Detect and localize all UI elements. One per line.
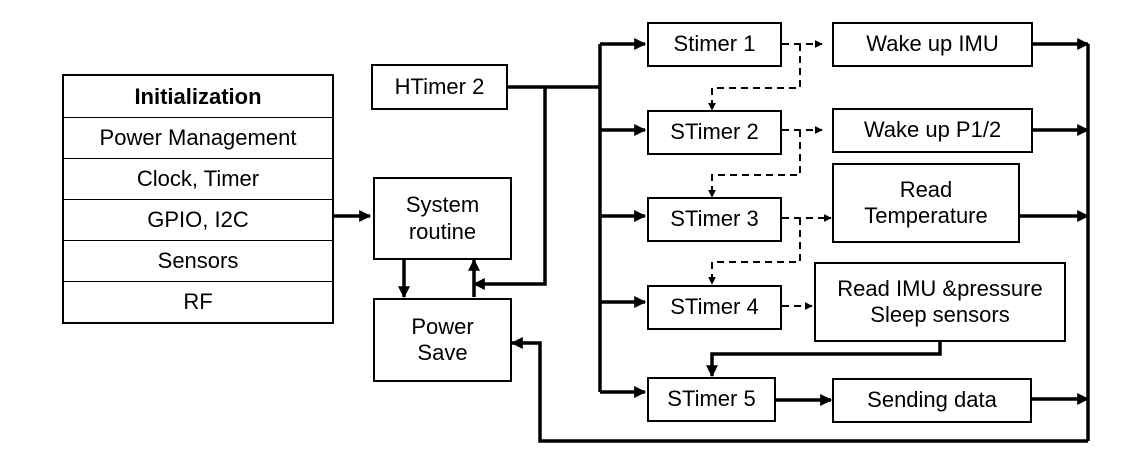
read-imu-pressure-box: Read IMU &pressure Sleep sensors xyxy=(814,262,1066,342)
init-item-clock-timer: Clock, Timer xyxy=(64,158,332,199)
return-to-power-save xyxy=(510,337,1088,443)
stimer5-box: STimer 5 xyxy=(647,377,776,422)
sending-data-label: Sending data xyxy=(867,387,997,413)
system-routine-line2: routine xyxy=(408,218,477,244)
htimer-to-system xyxy=(472,87,547,290)
dash-stimer2-down xyxy=(708,130,801,198)
init-item-power-management: Power Management xyxy=(64,117,332,158)
wake-up-p12-box: Wake up P1/2 xyxy=(832,108,1033,153)
stimer1-box: Stimer 1 xyxy=(647,22,782,67)
stimer1-label: Stimer 1 xyxy=(673,31,756,57)
stimer4-label: STimer 4 xyxy=(670,294,759,320)
stimer5-label: STimer 5 xyxy=(667,386,756,412)
initialization-table: Initialization Power Management Clock, T… xyxy=(62,74,334,324)
system-routine-box: System routine xyxy=(373,177,512,260)
power-save-line2: Save xyxy=(417,340,468,365)
stimer3-label: STimer 3 xyxy=(670,206,759,232)
read-temperature-line2: Temperature xyxy=(864,203,988,228)
stimer2-box: STimer 2 xyxy=(647,110,782,155)
read-temperature-box: Read Temperature xyxy=(832,163,1020,243)
stimer4-box: STimer 4 xyxy=(647,285,782,330)
sending-data-box: Sending data xyxy=(832,378,1032,423)
dash-stimer3-down xyxy=(708,218,801,285)
initialization-title: Initialization xyxy=(134,83,262,109)
system-routine-line1: System xyxy=(405,192,480,218)
init-item-sensors: Sensors xyxy=(64,240,332,281)
power-save-box: Power Save xyxy=(373,298,512,382)
stimer3-box: STimer 3 xyxy=(647,197,782,242)
read-temperature-line1: Read xyxy=(899,176,953,202)
wake-up-imu-label: Wake up IMU xyxy=(866,31,999,57)
wake-up-imu-box: Wake up IMU xyxy=(832,22,1033,67)
wake-up-p12-label: Wake up P1/2 xyxy=(863,117,1002,143)
init-item-rf: RF xyxy=(64,281,332,322)
init-item-gpio-i2c: GPIO, I2C xyxy=(64,199,332,240)
read-imu-line1: Read IMU &pressure xyxy=(837,275,1043,301)
htimer2-box: HTimer 2 xyxy=(371,64,508,110)
read-imu-line2: Sleep sensors xyxy=(870,302,1010,327)
read-imu-to-stimer5 xyxy=(706,342,942,378)
dash-stimer1-down xyxy=(708,44,801,111)
htimer2-label: HTimer 2 xyxy=(394,73,485,99)
stimer2-label: STimer 2 xyxy=(670,119,759,145)
power-save-line1: Power xyxy=(411,313,474,339)
